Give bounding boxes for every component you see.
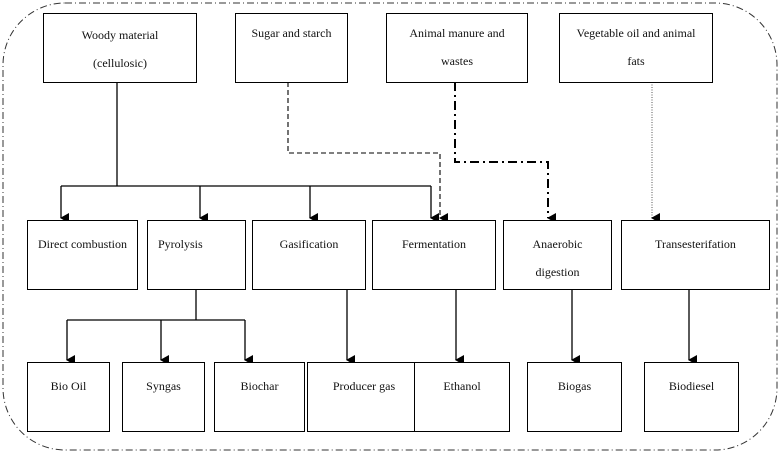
source-label: Sugar and starch [251,26,332,40]
product-biochar: Biochar [214,362,305,432]
product-producer-gas: Producer gas [307,362,421,432]
pyrolysis-edges [66,289,253,365]
process-fermentation: Fermentation [372,220,496,290]
product-label: Biochar [240,379,279,393]
process-anaerobic-digestion: Anaerobic digestion [503,220,612,290]
process-pyrolysis: Pyrolysis [147,220,246,290]
process-transesterification: Transesterifation [621,220,770,290]
product-label: Bio Oil [50,379,87,393]
woody-edges [60,82,439,223]
source-sublabel: wastes [441,54,473,68]
source-label: Vegetable oil and animal [576,26,696,40]
product-label: Biodiesel [668,379,715,393]
product-biodiesel: Biodiesel [644,362,739,432]
process-gasification: Gasification [252,220,366,290]
edge-animal-anaerobic [454,82,556,223]
source-woody-material: Woody material (cellulosic) [43,13,197,83]
source-label: Woody material [81,28,159,42]
product-bio-oil: Bio Oil [27,362,110,432]
source-animal-manure: Animal manure and wastes [386,13,528,83]
product-label: Ethanol [443,379,481,393]
source-sublabel: (cellulosic) [93,56,147,70]
process-label: Gasification [279,237,339,251]
product-syngas: Syngas [122,362,205,432]
process-product-edges [346,289,697,365]
product-biogas: Biogas [527,362,622,432]
edge-sugar-fermentation [287,82,448,223]
process-label: Anaerobic [532,237,583,251]
source-sugar-starch: Sugar and starch [235,13,348,83]
process-sublabel: digestion [535,265,580,279]
source-vegetable-oil: Vegetable oil and animal fats [559,13,713,83]
source-sublabel: fats [627,54,645,68]
product-label: Producer gas [332,379,396,393]
process-direct-combustion: Direct combustion [27,220,138,290]
source-label: Animal manure and [409,26,505,40]
product-ethanol: Ethanol [414,362,510,432]
process-label: Transesterifation [655,237,736,251]
process-label: Direct combustion [38,237,127,251]
product-label: Syngas [146,379,181,393]
process-label: Pyrolysis [158,237,203,251]
product-label: Biogas [557,379,592,393]
process-label: Fermentation [402,237,466,251]
